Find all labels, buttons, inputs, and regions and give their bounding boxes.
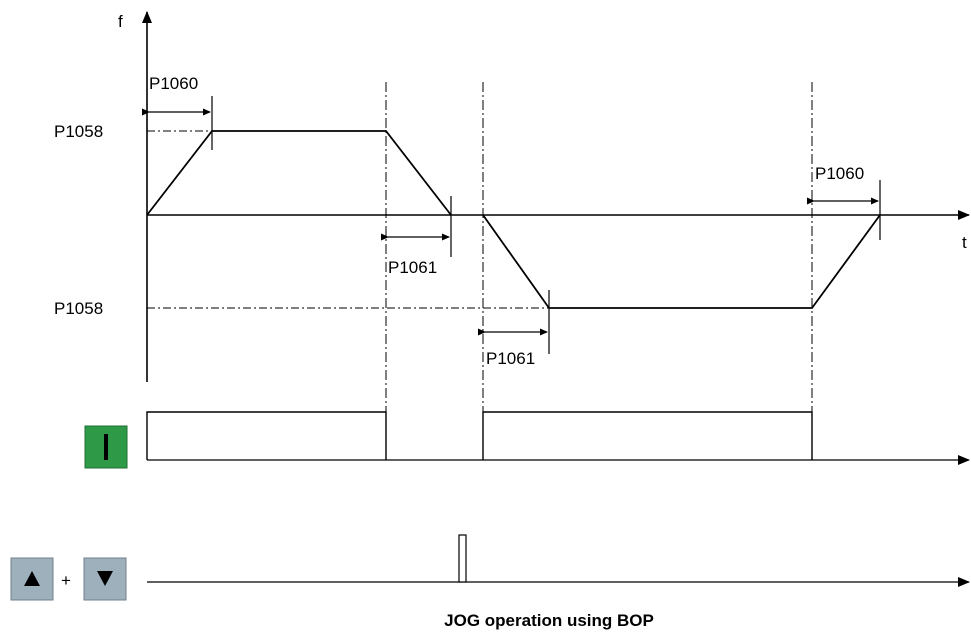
frequency-profile-positive	[146, 130, 452, 216]
on-signal-pulse-2	[482, 411, 813, 460]
up-key-button[interactable]	[10, 557, 54, 601]
on-signal-pulse-1	[146, 411, 387, 460]
down-key-button[interactable]	[83, 557, 127, 601]
jog-signal-pulse	[458, 534, 467, 583]
f-axis-label: f	[118, 12, 123, 31]
t-axis-label: t	[962, 233, 967, 252]
up-arrow-icon	[24, 571, 40, 586]
frequency-profile-negative	[482, 214, 881, 309]
down-arrow-icon	[97, 571, 113, 586]
ramp-down-2-label: P1061	[486, 349, 535, 368]
ramp-down-1-label: P1061	[388, 258, 437, 277]
ramp-up-1-label: P1060	[149, 74, 198, 93]
on-key-icon	[104, 434, 108, 460]
on-key-button[interactable]	[84, 425, 128, 469]
positive-level-label: P1058	[54, 122, 103, 141]
diagram-caption: JOG operation using BOP	[444, 611, 654, 630]
negative-level-label: P1058	[54, 299, 103, 318]
ramp-up-2-label: P1060	[815, 164, 864, 183]
plus-sign: +	[61, 571, 71, 590]
